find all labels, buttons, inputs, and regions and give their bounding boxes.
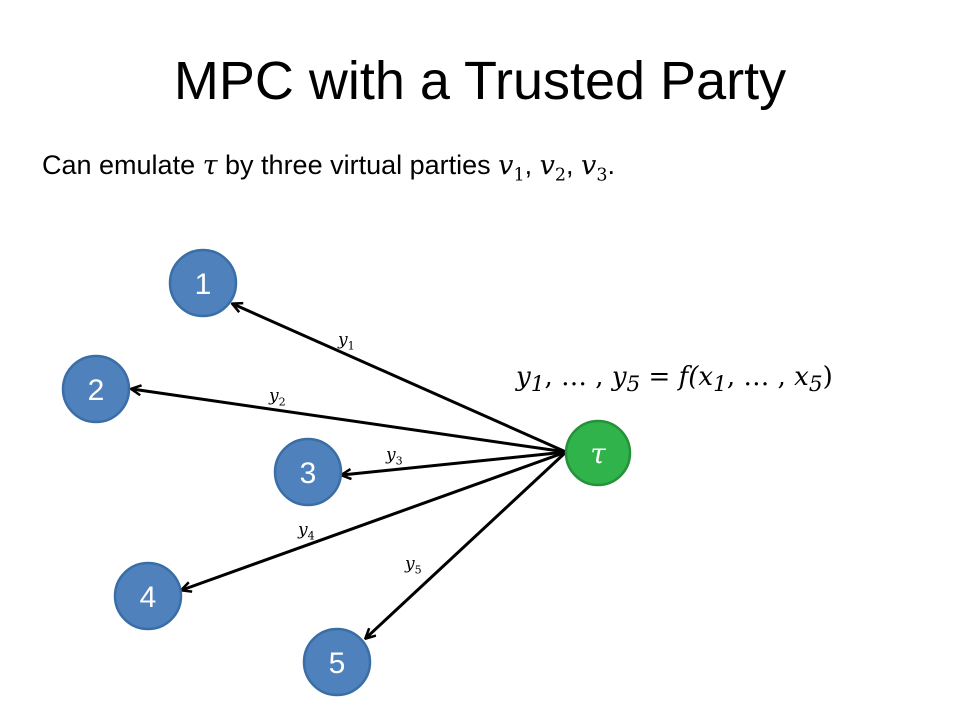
party-node-4: 4 (113, 561, 183, 631)
svg-text:5: 5 (329, 647, 346, 680)
party-node-3: 3 (273, 437, 343, 507)
v2-symbol: v2 (539, 150, 567, 186)
subtitle-period: . (607, 150, 615, 180)
slide-title: MPC with a Trusted Party (173, 51, 787, 111)
functionality-equation: y1, … , y5 = f(x1, … , x5) (516, 362, 833, 398)
arrow-to-party-2 (132, 389, 567, 454)
edge-label-y4: y4 (298, 520, 315, 543)
arrow-to-party-3 (342, 450, 567, 475)
slide-subtitle: Can emulate τ by three virtual parties v… (42, 150, 615, 185)
subtitle-separator: , (524, 150, 540, 180)
arrow-to-party-5 (366, 450, 568, 638)
party-node-2: 2 (61, 354, 131, 424)
trusted-party-node: τ (564, 419, 632, 487)
party-node-1: 1 (168, 248, 238, 318)
svg-text:4: 4 (140, 581, 157, 614)
svg-text:2: 2 (88, 374, 105, 407)
svg-text:τ: τ (590, 437, 606, 470)
edge-label-y5: y5 (405, 554, 422, 577)
arrow-to-party-4 (182, 450, 567, 590)
edge-label-y3: y3 (386, 445, 403, 468)
subtitle-prefix: Can emulate (42, 150, 203, 180)
v1-symbol: v1 (498, 150, 525, 186)
tau-symbol: τ (202, 150, 218, 181)
v3-symbol: v3 (581, 150, 608, 186)
edge-label-y2: y2 (269, 386, 286, 409)
subtitle-separator: , (566, 150, 582, 180)
svg-text:1: 1 (195, 268, 212, 301)
edge-label-y1: y1 (338, 330, 355, 353)
party-node-5: 5 (302, 627, 372, 697)
arrow-to-party-1 (233, 304, 567, 454)
svg-text:3: 3 (300, 457, 317, 490)
subtitle-middle: by three virtual parties (217, 150, 499, 180)
